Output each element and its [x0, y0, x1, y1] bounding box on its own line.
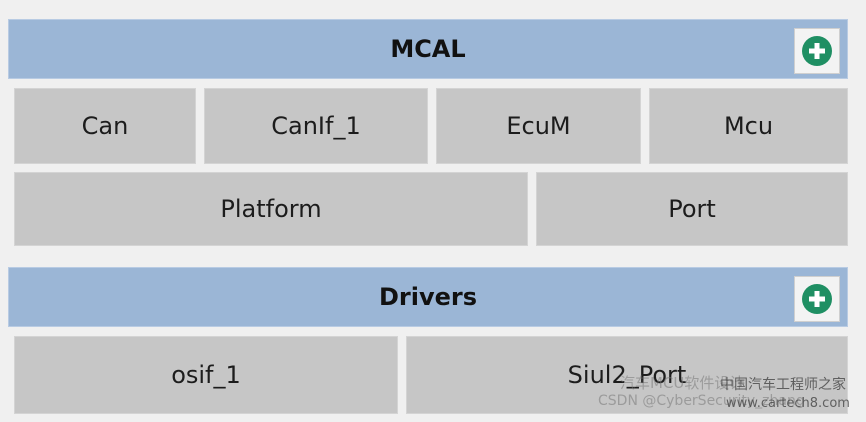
drivers-group-title: Drivers: [378, 283, 478, 311]
module-tile-port[interactable]: Port: [536, 172, 848, 246]
module-tile-ecum[interactable]: EcuM: [436, 88, 641, 164]
module-tile-can[interactable]: Can: [14, 88, 196, 164]
add-mcal-module-button[interactable]: [794, 28, 840, 74]
watermark-csdn: CSDN @CyberSecurity_zhang: [598, 393, 805, 409]
watermark-site-url: www.cartech8.com: [726, 396, 850, 411]
watermark-site-name: 中国汽车工程师之家: [720, 377, 846, 393]
module-tile-mcu[interactable]: Mcu: [649, 88, 848, 164]
watermark-wechat-name: 汽车MCU软件设计: [620, 374, 745, 392]
plus-circle-icon: [802, 36, 832, 66]
module-tile-platform[interactable]: Platform: [14, 172, 528, 246]
module-tile-siul2-port[interactable]: Siul2_Port: [406, 336, 848, 414]
add-drivers-module-button[interactable]: [794, 276, 840, 322]
module-tile-canif-1[interactable]: CanIf_1: [204, 88, 428, 164]
drivers-group-header: Drivers: [8, 267, 848, 327]
module-tile-osif-1[interactable]: osif_1: [14, 336, 398, 414]
mcal-group-title: MCAL: [390, 35, 466, 63]
plus-circle-icon: [802, 284, 832, 314]
mcal-group-header: MCAL: [8, 19, 848, 79]
